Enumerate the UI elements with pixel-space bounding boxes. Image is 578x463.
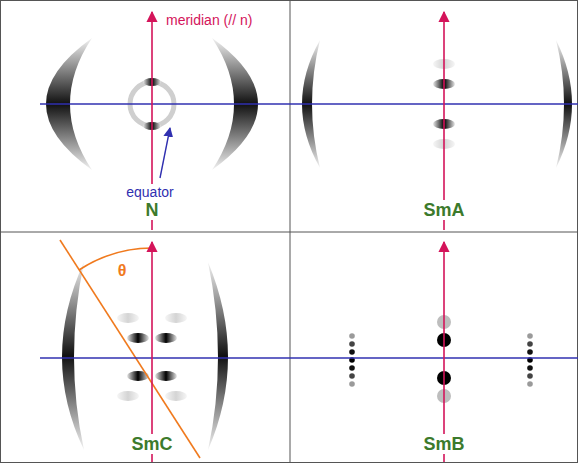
meridian-arrow	[151, 242, 153, 462]
meridian-arrow	[443, 242, 445, 462]
axis-label: meridian (// n)	[164, 12, 254, 28]
layer-spot	[165, 391, 187, 401]
layer-spot	[165, 313, 187, 323]
diffuse-arc	[208, 262, 228, 450]
phase-label: SmC	[129, 434, 174, 455]
layer-normal	[60, 240, 200, 458]
axis-label: equator	[124, 184, 175, 200]
layer-spot	[155, 333, 177, 343]
equator-line	[40, 103, 578, 104]
layer-spot	[117, 313, 139, 323]
phase-label: SmB	[421, 434, 466, 455]
divider	[0, 232, 578, 233]
phase-label: SmA	[421, 200, 466, 221]
angle-label: θ	[116, 262, 129, 280]
leader-arrow	[160, 128, 170, 178]
layer-spot	[127, 333, 149, 343]
equator-line	[40, 357, 578, 358]
layer-spot	[117, 391, 139, 401]
meridian-arrow	[443, 12, 445, 230]
hexagonal-spots	[349, 333, 533, 387]
phase-label: N	[144, 200, 161, 221]
diffuse-arc	[62, 262, 84, 450]
layer-spot	[155, 371, 177, 381]
